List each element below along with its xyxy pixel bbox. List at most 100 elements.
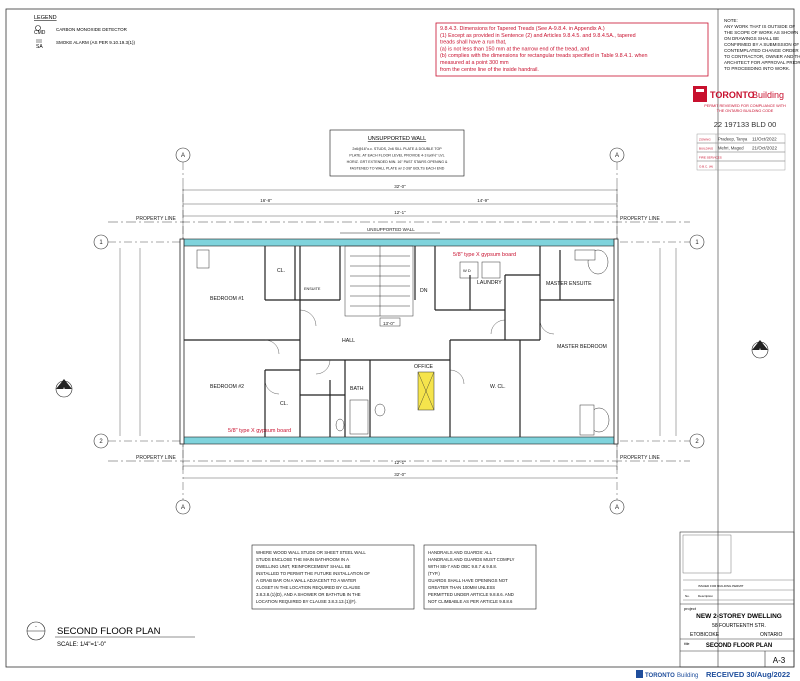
room-master-ensuite: MASTER ENSUITE xyxy=(546,281,592,287)
permit-row-date: 11/Oct/2022 xyxy=(752,136,777,141)
dim-overall-bottom: 32'-0" xyxy=(394,472,406,477)
room-master-bedroom: MASTER BEDROOM xyxy=(557,344,607,350)
wall-note-line: PLATE. AT EACH FLOOR LEVEL PROVIDE 4-1¾x… xyxy=(349,154,444,158)
room-cl2: CL. xyxy=(280,401,288,407)
code-note-line: from the centre line of the inside handr… xyxy=(440,67,539,73)
room-bath: BATH xyxy=(350,386,364,392)
received-logo-sub: Building xyxy=(677,673,698,679)
bottom-note-1: WHERE WOOD WALL STUDS OR SHEET STEEL WAL… xyxy=(251,544,415,610)
permit-logo-sub: Building xyxy=(752,90,784,100)
room-wd: W D xyxy=(463,268,471,273)
property-lines xyxy=(108,221,690,462)
permit-stamp: TORONTO Building PERMIT REVIEWED FOR COM… xyxy=(693,86,786,171)
permit-stamp-line2: THE ONTARIO BUILDING CODE xyxy=(717,109,774,113)
bottom-note-1-line: 3.8.3.8.(1)(D), AND A SHOWER OR BATHTUB … xyxy=(256,592,361,597)
note-box-line: ARCHITECT FOR APPROVAL PRIOR xyxy=(724,60,800,65)
drawing-title-text: SECOND FLOOR PLAN xyxy=(57,626,161,637)
received-stamp: TORONTO Building RECEIVED 30/Aug/2022 xyxy=(636,670,790,679)
teal-wall-bottom xyxy=(182,436,618,445)
wall-note-line: 2x6@16"o.c. STUDS, 2x6 SILL PLATE & DOUB… xyxy=(352,147,442,151)
note-box-line: CONFIRMED BY A SUBMISSION OF xyxy=(724,42,799,47)
room-dn: DN xyxy=(420,288,428,294)
code-note-line: (1) Except as provided in Sentence (2) a… xyxy=(440,33,636,39)
room-wcl: W. CL. xyxy=(490,384,506,390)
permit-logo-text: TORONTO xyxy=(710,90,755,100)
permit-number: 22 197133 BLD 00 xyxy=(714,120,777,129)
permit-row-date: 21/Oct/2022 xyxy=(752,145,777,150)
drawing-scale: SCALE: 1/4"=1'-0" xyxy=(57,642,106,648)
permit-row-label: FIRE SERVICES xyxy=(699,155,722,159)
section-label-left: A xyxy=(62,388,66,394)
grid-labels: A A A A 1 1 2 2 xyxy=(99,153,699,511)
sheet-border xyxy=(5,8,795,668)
note-box-line: TO CONTRACTOR, OWNER AND THE xyxy=(724,54,800,59)
property-line-label-bottom-left: PROPERTY LINE xyxy=(136,455,176,461)
permit-row xyxy=(696,160,786,171)
room-office: OFFICE xyxy=(414,364,434,370)
note-box-line: ANY WORK THAT IS OUTSIDE OF xyxy=(724,24,795,29)
drawing-title: - SECOND FLOOR PLAN SCALE: 1/4"=1'-0" xyxy=(26,621,195,648)
wall-note-title: UNSUPPORTED WALL xyxy=(368,136,426,142)
note-box-line: NOTE: xyxy=(724,18,738,23)
tb-province: ONTARIO xyxy=(760,632,783,638)
tb-no-label: No. xyxy=(685,594,690,598)
door-swings xyxy=(264,309,555,395)
gypsum-note-top: 5/8" type X gypsum board xyxy=(453,252,516,258)
grid-label-2-right: 2 xyxy=(695,439,699,445)
bottom-note-2-line: HANDRAILS AND GUARDS MUST COMPLY xyxy=(428,557,515,562)
wall-note-line: HORIZ. GRT EXTENDED MIN. 16" PAST STAIRS… xyxy=(347,160,448,164)
grid-label-1-right: 1 xyxy=(695,240,699,246)
grid-label-a-top-right: A xyxy=(615,153,619,159)
legend: LEGEND CMD CARBON MONOXIDE DETECTOR SA S… xyxy=(34,15,136,50)
tb-title-label: title xyxy=(684,642,690,646)
tb-sheet-number: A-3 xyxy=(773,656,786,665)
tb-project: NEW 2-STOREY DWELLING xyxy=(696,613,782,620)
grid-label-a-bottom-right: A xyxy=(615,505,619,511)
bottom-note-2-line: GUARDS SHALL HAVE OPENINGS NOT xyxy=(428,578,508,583)
property-line-label-top-right: PROPERTY LINE xyxy=(620,216,660,222)
code-note-line: 9.8.4.3. Dimensions for Tapered Treads (… xyxy=(440,26,605,32)
bottom-note-1-line: A GRAB BAR ON A WALL ADJACENT TO A WATER xyxy=(256,578,356,583)
tb-project-label: project xyxy=(684,606,697,611)
code-note-line: (a) is not less than 150 mm at the narro… xyxy=(440,46,589,52)
grid-label-a-top-left: A xyxy=(181,153,185,159)
stair-dim: 13'-0" xyxy=(383,321,395,326)
section-marker-right: A xyxy=(751,340,769,359)
tb-sheet-title: SECOND FLOOR PLAN xyxy=(706,643,772,649)
dim-left-top: 16'-8" xyxy=(260,198,272,203)
bottom-note-2-line: HANDRAILS AND GUARDS: ALL xyxy=(428,550,493,555)
property-line-label-top-left: PROPERTY LINE xyxy=(136,216,176,222)
unsupported-wall-label: UNSUPPORTED WALL xyxy=(367,227,415,232)
legend-sa-text: SMOKE ALARM (AS PER 9.10.19.3(1)) xyxy=(56,40,136,45)
grid-label-2-left: 2 xyxy=(99,439,103,445)
gypsum-note-bottom: 5/8" type X gypsum board xyxy=(228,428,291,434)
code-note-line: (b) complies with the dimensions for rec… xyxy=(440,53,648,59)
bottom-note-1-line: INSTALLED TO PERMIT THE FUTURE INSTALLAT… xyxy=(256,571,370,576)
tb-description-label: Description xyxy=(698,594,713,598)
permit-stamp-line1: PERMIT REVIEWED FOR COMPLIANCE WITH xyxy=(704,104,786,108)
room-bedroom1: BEDROOM #1 xyxy=(210,296,244,302)
section-label-right: A xyxy=(758,349,762,355)
room-laundry: LAUNDRY xyxy=(477,280,502,286)
tb-issued-label: ISSUED FOR BUILDING PERMIT xyxy=(698,584,744,588)
room-bedroom2: BEDROOM #2 xyxy=(210,384,244,390)
legend-title: LEGEND xyxy=(34,15,57,21)
code-note-line: treads shall have a run that, xyxy=(440,40,507,46)
legend-sa-symbol: SA xyxy=(36,44,43,50)
room-cl1: CL. xyxy=(277,268,285,274)
note-box-line: ON DRAWINGS SHALL BE xyxy=(724,36,779,41)
room-ensuite: ENSUITE xyxy=(304,287,321,291)
permit-row-name: Mehri, Maged xyxy=(718,145,744,150)
bottom-note-2-line: (TYP.) xyxy=(428,571,440,576)
legend-cmd-symbol: CMD xyxy=(34,30,46,36)
code-note-line: measured at a point 300 mm xyxy=(440,60,509,66)
wall-note-line: FASTENED TO WALL PLATE w/ 2-3/8" BOLTS E… xyxy=(350,167,445,171)
bottom-note-2-line: NOT CLIMBABLE AS PER ARTICLE 9.8.8.6 xyxy=(428,599,513,604)
unsupported-wall-note: UNSUPPORTED WALL 2x6@16"o.c. STUDS, 2x6 … xyxy=(329,129,465,177)
property-line-label-bottom-right: PROPERTY LINE xyxy=(620,455,660,461)
room-hall: HALL xyxy=(342,338,355,344)
dim-right-top: 14'-9" xyxy=(477,198,489,203)
permit-row-label: O.B.C. (H) xyxy=(699,164,713,168)
bottom-note-1-line: CLOSET IN THE LOCATION REQUIRED BY CLAUS… xyxy=(256,585,360,590)
